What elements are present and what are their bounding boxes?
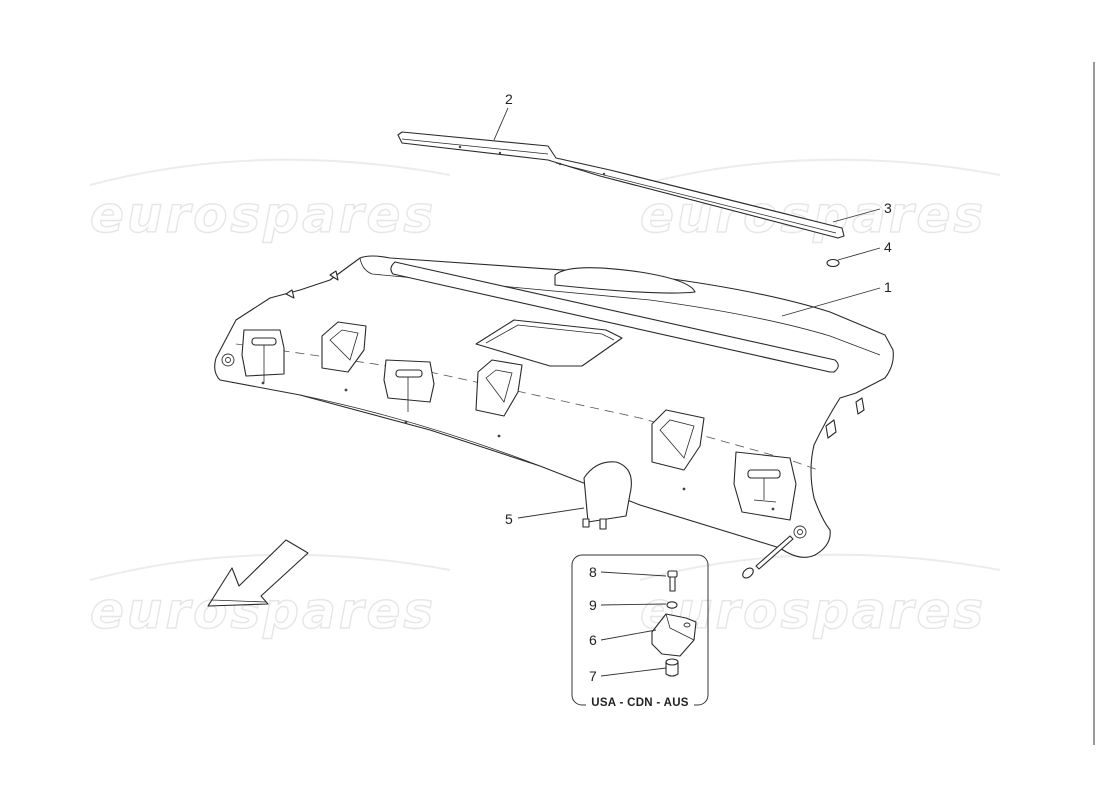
callout-5: 5 [505,511,513,527]
front-direction-arrow-icon [207,539,309,607]
side-bolt [742,535,794,579]
part-4-washer [826,258,840,268]
watermark-top-right: eurospares [640,186,986,244]
callout-2: 2 [505,91,513,107]
belt-housing-3 [383,359,435,424]
watermark-top-left: eurospares [90,186,436,244]
detail-box-region-label: USA - CDN - AUS [591,697,689,709]
callout-4: 4 [884,239,892,255]
part-8-screw [667,570,678,592]
part-1-rear-shelf [214,255,894,558]
leader-lines [493,107,881,677]
watermark-group: eurospares eurospares eurospares eurospa… [89,158,1001,641]
part-7-spacer [665,658,679,677]
part-5-cover-cap [582,461,632,530]
callout-1: 1 [884,279,892,295]
part-9-washer [666,601,678,609]
belt-housing-6 [733,451,797,521]
watermark-bottom-right: eurospares [640,582,986,640]
callout-9: 9 [589,597,597,613]
belt-housing-2 [321,321,367,392]
callout-7: 7 [589,668,597,684]
part-2-trim-strip [397,131,845,239]
belt-housing-5 [651,409,705,491]
callout-6: 6 [589,632,597,648]
belt-housing-1 [241,329,285,385]
callout-8: 8 [589,564,597,580]
part-6-bracket [651,613,697,657]
callout-labels: 1 2 3 4 5 6 7 8 9 [505,91,892,684]
detail-box: USA - CDN - AUS [571,554,709,709]
callout-3: 3 [884,200,892,216]
belt-housing-4 [475,359,523,438]
